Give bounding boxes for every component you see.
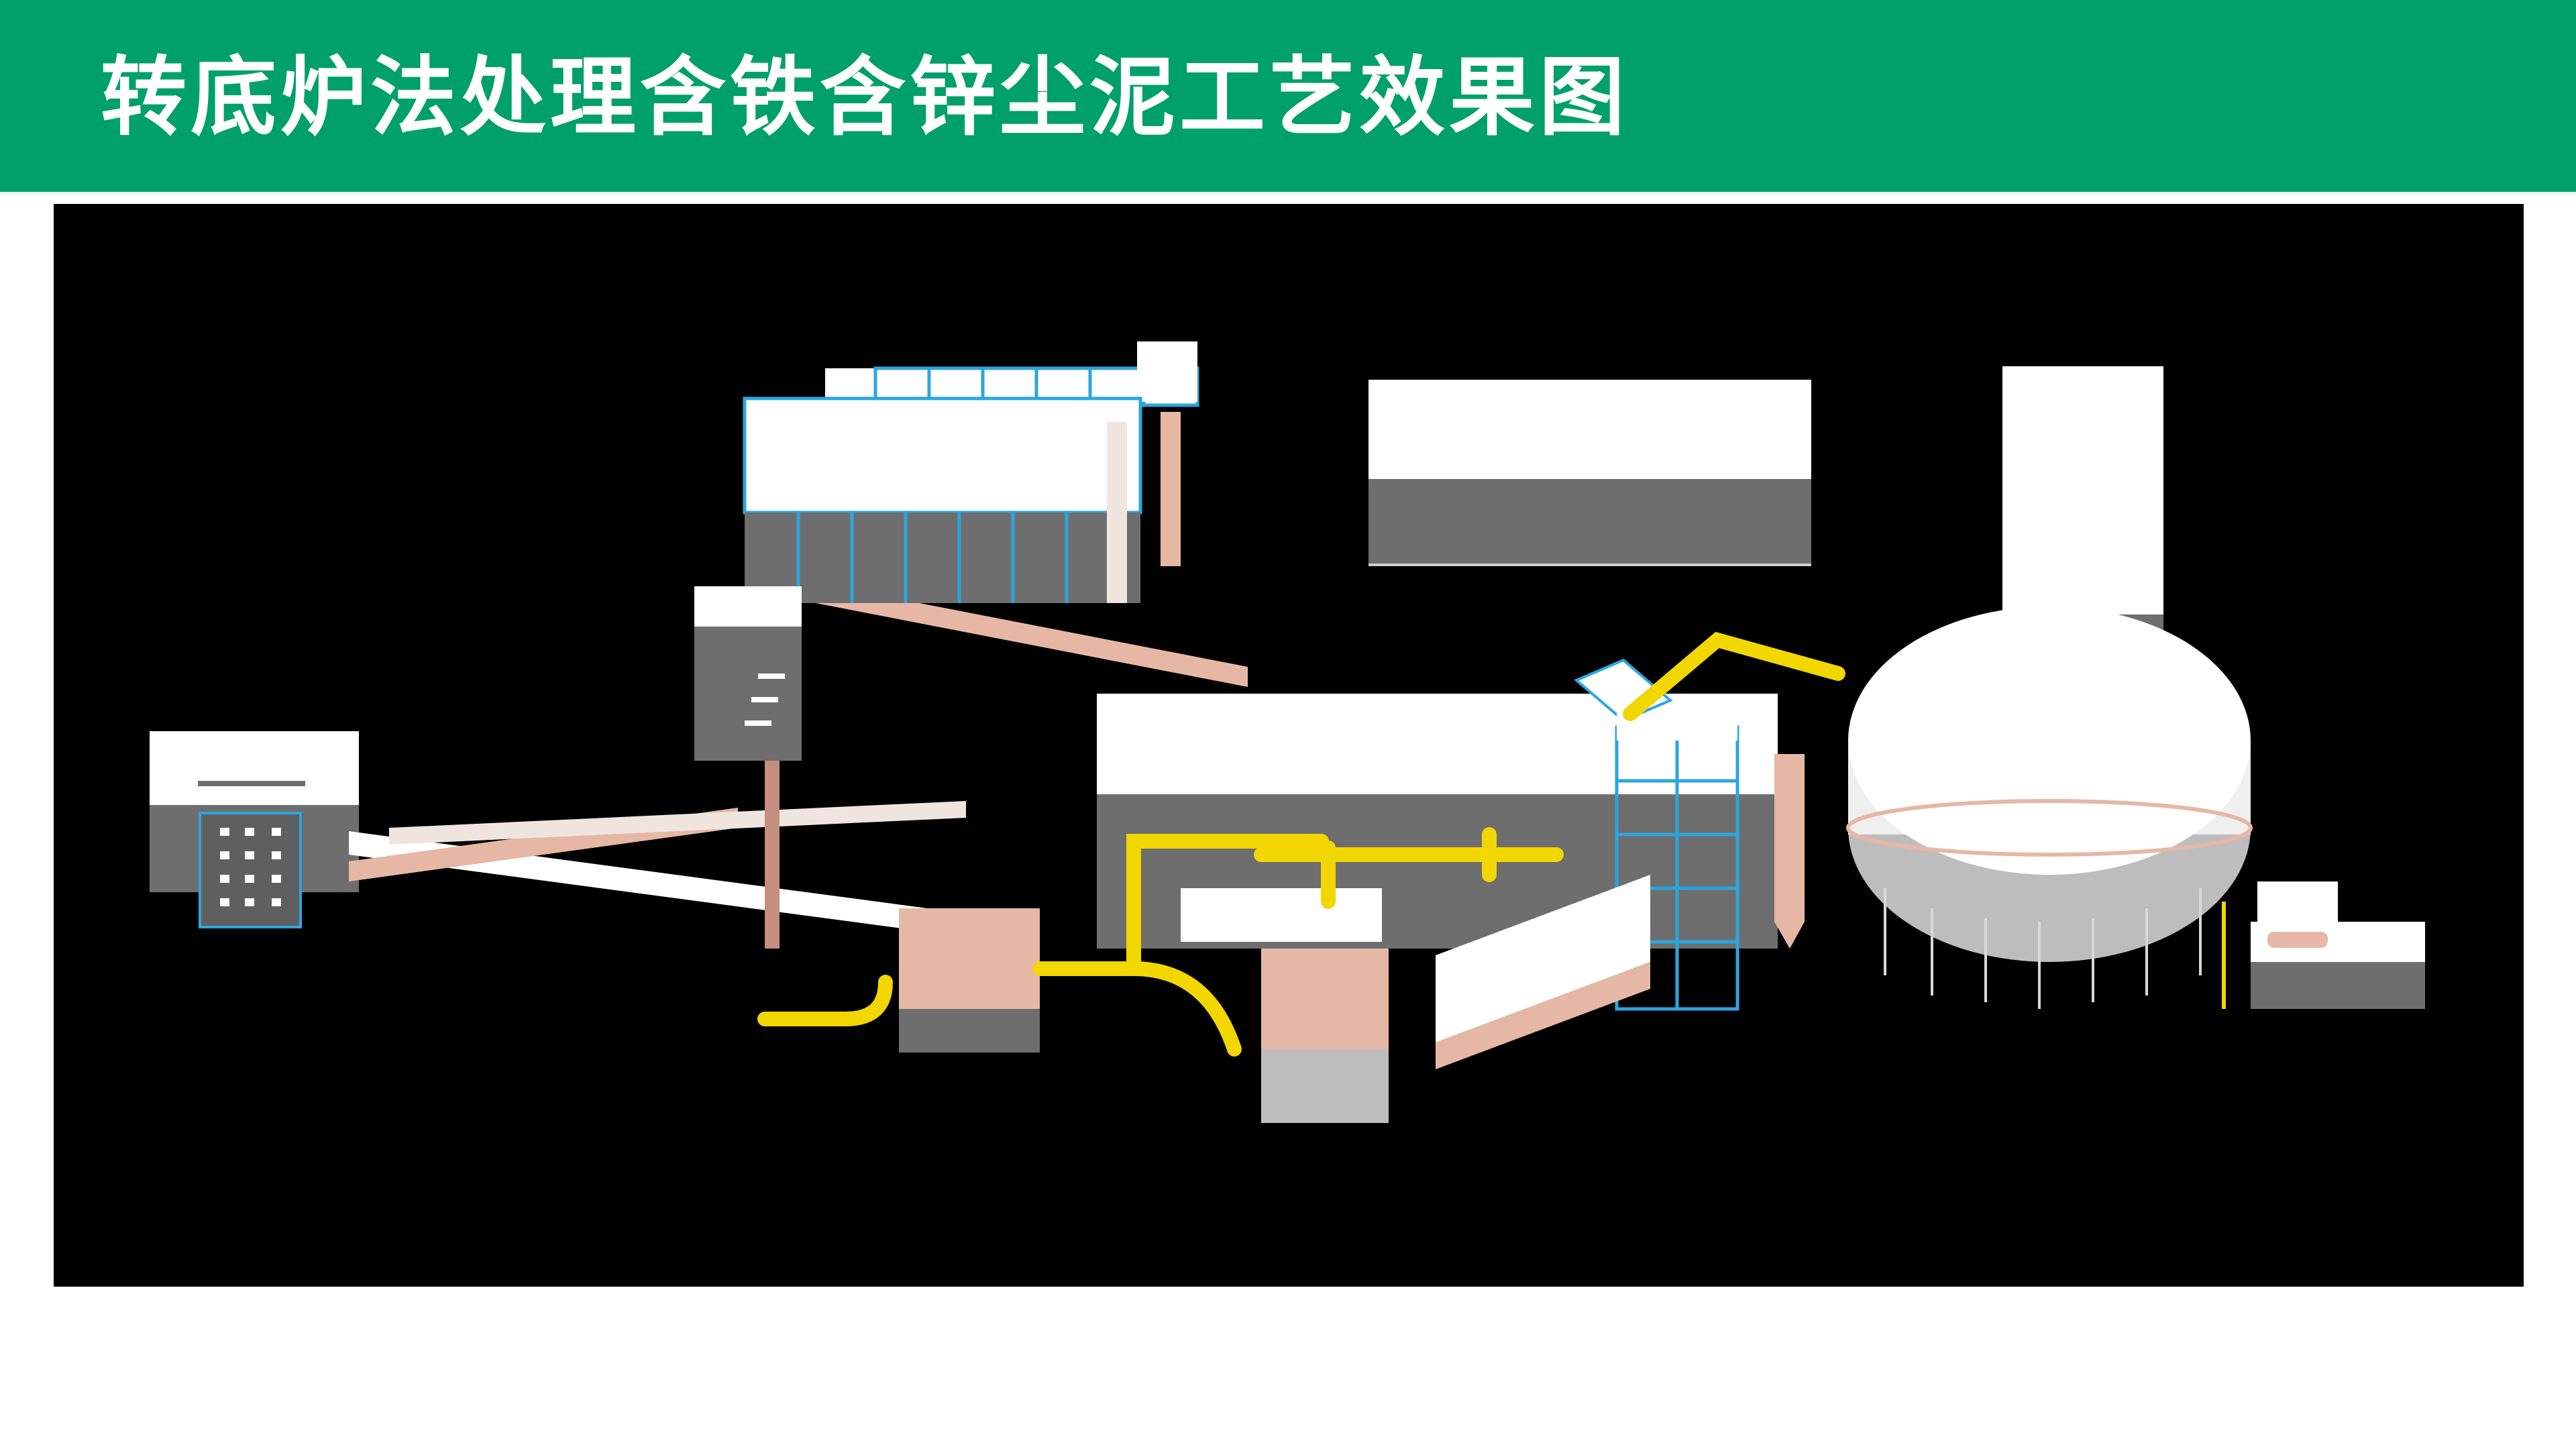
inclined-conveyor-hall xyxy=(1436,875,1650,1069)
flue-gas-pipes xyxy=(757,631,1845,1057)
plant-render-drawing xyxy=(150,341,2425,1123)
cyclone-column xyxy=(1774,754,1805,949)
belt-conveyors xyxy=(349,580,1248,949)
page-title: 转底炉法处理含铁含锌尘泥工艺效果图 xyxy=(101,48,1629,148)
rotary-hearth-furnace xyxy=(1846,606,2253,1009)
title-bar: 转底炉法处理含铁含锌尘泥工艺效果图 xyxy=(0,0,2576,192)
bag-filter-units xyxy=(899,888,1389,1123)
left-storage-building xyxy=(150,731,359,928)
small-tower-building xyxy=(694,586,802,761)
title-bar-divider xyxy=(0,192,2576,195)
top-centre-building xyxy=(1368,380,1811,566)
plant-3d-render xyxy=(54,204,2524,1287)
frame-roof xyxy=(1617,714,1737,741)
right-small-building xyxy=(2222,881,2425,1009)
upper-warehouse xyxy=(743,341,1199,603)
